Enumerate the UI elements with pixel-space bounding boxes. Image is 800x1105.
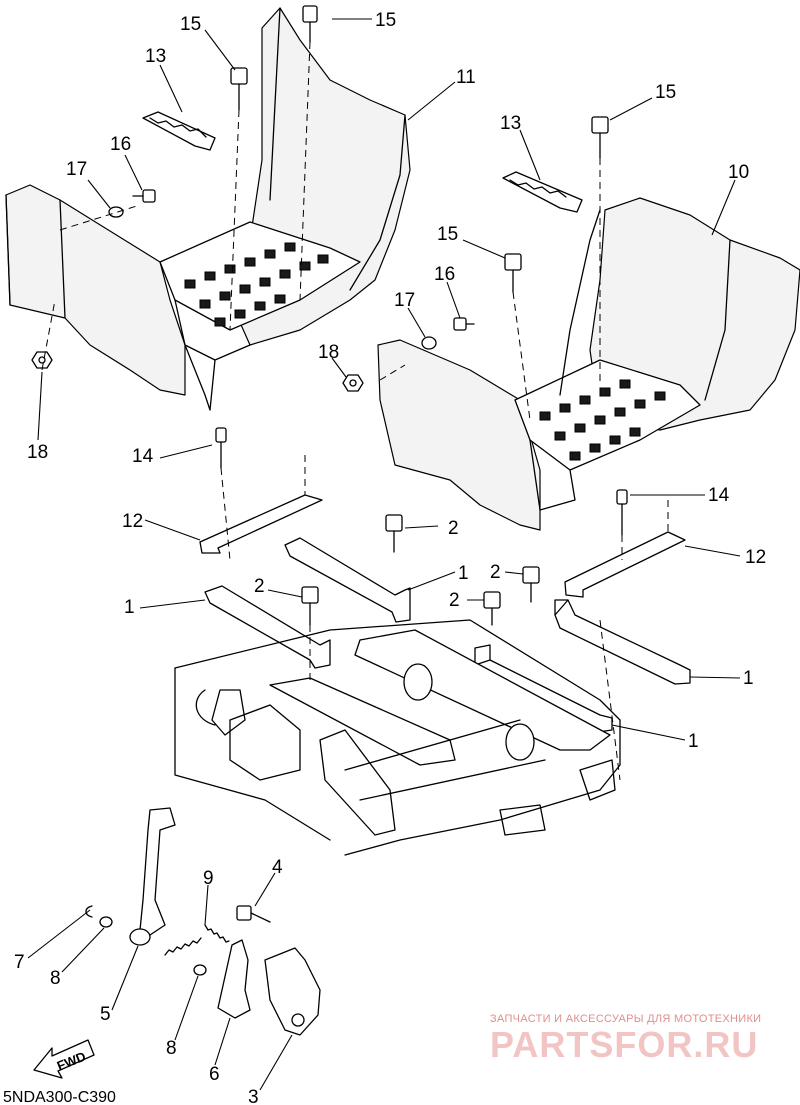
bolt-2-b — [301, 586, 319, 626]
spring-9-a — [164, 937, 202, 956]
label-15-right: 15 — [437, 224, 458, 245]
left-footrest-assembly — [5, 7, 411, 411]
label-18-right: 18 — [318, 342, 339, 363]
label-6: 6 — [209, 1064, 220, 1085]
rivet-14-right — [616, 489, 628, 536]
watermark: ЗАПЧАСТИ И АКСЕССУАРЫ ДЛЯ МОТОТЕХНИКИ PA… — [490, 1013, 761, 1065]
label-15-top-mid: 15 — [375, 10, 396, 31]
label-14-right: 14 — [708, 485, 730, 506]
leader-lines — [27, 18, 741, 1091]
label-7: 7 — [14, 952, 25, 973]
left-step-plate-13 — [142, 111, 216, 151]
right-footrest-assembly — [377, 197, 800, 531]
bolt-16-right — [453, 317, 475, 331]
left-mudguard-panel — [5, 184, 186, 396]
bolt-15-right — [504, 253, 522, 293]
label-3: 3 — [248, 1087, 259, 1105]
label-16-right: 16 — [434, 264, 455, 285]
spring-9-b — [204, 924, 230, 943]
bracket-12-right — [564, 531, 686, 598]
label-14-left: 14 — [132, 446, 154, 467]
label-1-left: 1 — [124, 597, 135, 618]
label-8-top: 8 — [50, 968, 61, 989]
washer-8-top — [99, 916, 113, 928]
bolt-16-left — [132, 189, 156, 203]
label-17-left: 17 — [66, 159, 87, 180]
watermark-brand: PARTSFOR.RU — [490, 1024, 758, 1065]
label-5: 5 — [100, 1004, 111, 1025]
bolt-15-top — [302, 5, 318, 43]
bracket-1-c — [554, 599, 691, 685]
clip-7 — [85, 905, 93, 918]
brake-pedal-arm — [139, 807, 176, 936]
bracket-1-b — [284, 537, 411, 623]
label-12-right: 12 — [745, 547, 766, 568]
bolt-2-d — [483, 591, 501, 626]
brake-pedal-assembly — [85, 807, 321, 1036]
brake-lever-6 — [217, 939, 251, 1019]
label-10: 10 — [728, 162, 749, 183]
label-8-bottom: 8 — [166, 1038, 177, 1059]
right-step-grid-cells — [539, 379, 666, 461]
label-12-left: 12 — [122, 511, 143, 532]
label-13-right: 13 — [500, 113, 521, 134]
rivet-14-left — [215, 427, 227, 469]
bolt-4 — [236, 905, 271, 923]
washer-8-bottom — [193, 964, 207, 976]
label-1-right-a: 1 — [743, 668, 754, 689]
assembly-lines — [41, 41, 669, 781]
label-18-left: 18 — [27, 442, 48, 463]
label-17-right: 17 — [394, 290, 415, 311]
bolt-2-a — [385, 514, 403, 553]
label-4: 4 — [272, 857, 283, 878]
label-11: 11 — [456, 67, 476, 88]
label-1-mid: 1 — [458, 563, 469, 584]
label-2-right-b: 2 — [449, 590, 460, 611]
label-16-left: 16 — [110, 134, 131, 155]
label-13-left: 13 — [145, 46, 166, 67]
watermark-caption: ЗАПЧАСТИ И АКСЕССУАРЫ ДЛЯ МОТОТЕХНИКИ — [490, 1013, 761, 1025]
right-step-plate-13 — [502, 171, 583, 213]
bolt-2-c — [522, 566, 540, 603]
label-15-right-top: 15 — [655, 82, 676, 103]
bolt-15-left — [230, 67, 248, 111]
washer-17-right — [421, 336, 437, 350]
brake-cam-3 — [264, 947, 321, 1036]
diagram-code: 5NDA300-C390 — [3, 1089, 116, 1105]
washer-17-left — [108, 206, 124, 218]
label-15-top-left: 15 — [180, 14, 201, 35]
label-2-right-a: 2 — [490, 562, 501, 583]
label-2-left: 2 — [254, 576, 265, 597]
nut-18-right — [342, 374, 364, 392]
callout-labels: 15 15 13 11 16 17 18 14 12 1 2 2 1 15 13… — [14, 10, 766, 1105]
bolt-15-right-top — [591, 116, 609, 159]
label-2-mid: 2 — [448, 518, 459, 539]
label-9: 9 — [203, 868, 214, 889]
left-step-grid-cells — [184, 242, 329, 327]
right-mudguard-panel — [377, 339, 541, 531]
bracket-1-a — [204, 585, 331, 669]
label-1-right-b: 1 — [688, 731, 699, 752]
fwd-arrow: FWD — [33, 1039, 95, 1079]
nut-18-left — [31, 351, 53, 369]
frame — [174, 619, 621, 856]
